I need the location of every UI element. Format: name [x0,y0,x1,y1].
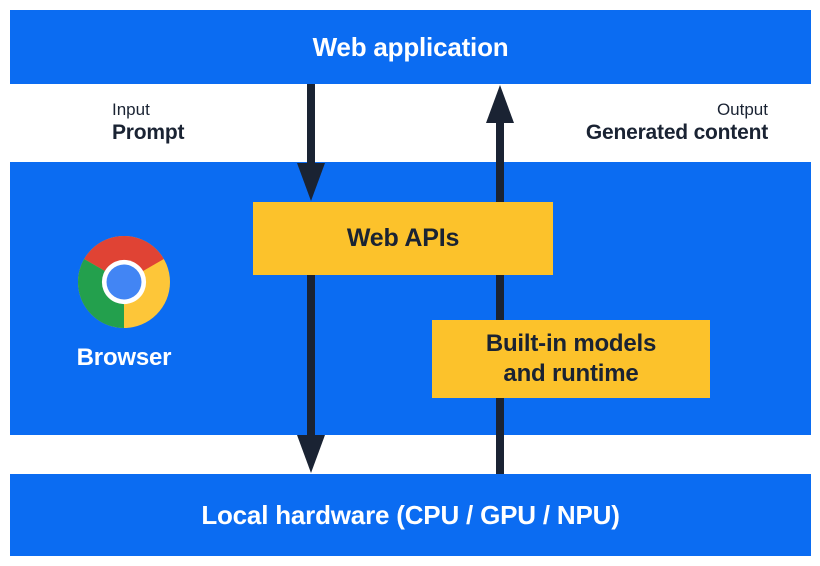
web-apis-label: Web APIs [346,224,460,252]
chrome-logo-blue-center [106,264,142,300]
local-hardware-layer: Local hardware (CPU / GPU / NPU) [10,474,811,556]
builtin-models-label-line1: Built-in models [485,330,657,357]
local-hardware-label: Local hardware (CPU / GPU / NPU) [201,499,620,530]
input-arrow-line-lower [307,275,315,438]
input-arrowhead-into-web-apis [297,163,325,201]
browser-label: Browser [76,344,172,371]
chrome-logo-red-segment [84,236,164,282]
web-application-layer: Web application [10,10,811,84]
output-arrow-line [496,123,504,474]
web-application-label: Web application [312,31,509,62]
input-arrow-line-upper [307,84,315,164]
web-apis-box: Web APIs [253,202,553,275]
input-value-label: Prompt [112,121,185,145]
chrome-logo-icon [78,236,170,328]
input-arrowhead-into-hardware [297,435,325,473]
output-value-label: Generated content [585,121,768,145]
input-kind-label: Input [112,100,150,119]
builtin-models-label-line2: and runtime [503,360,639,387]
output-arrowhead-into-web-application [486,85,514,123]
builtin-models-box: Built-in models and runtime [432,320,710,398]
output-kind-label: Output [716,100,768,119]
output-annotation: Output Generated content [586,99,768,147]
input-annotation: Input Prompt [112,99,185,147]
